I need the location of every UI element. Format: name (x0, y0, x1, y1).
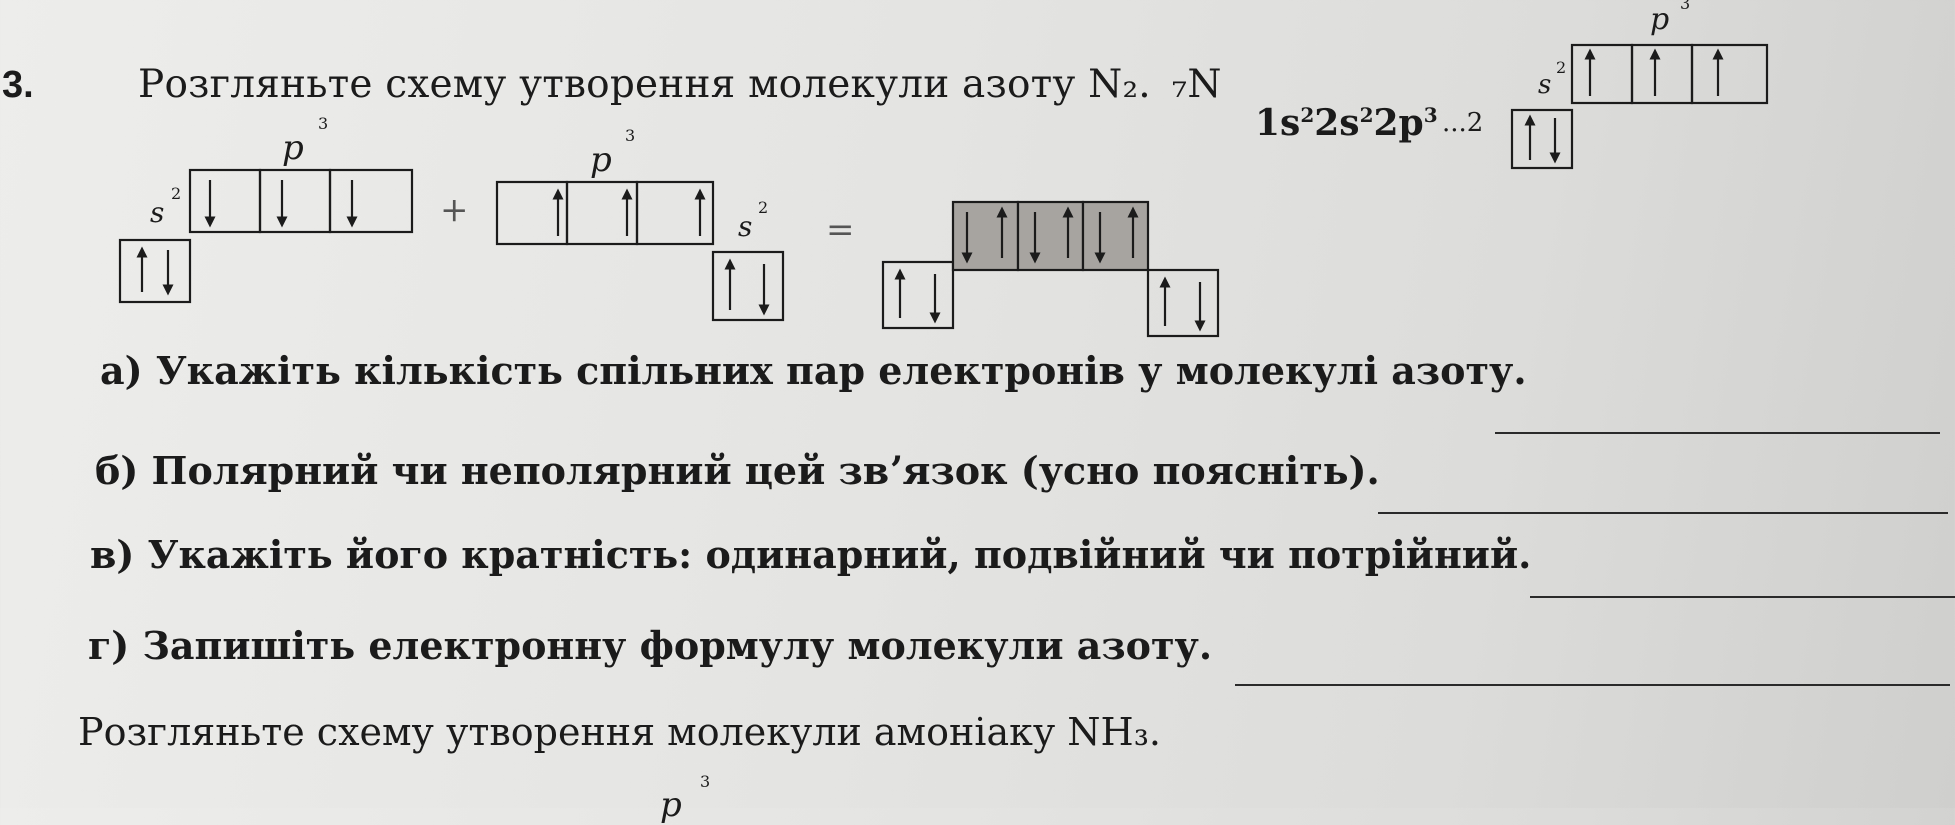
s-label: s (150, 196, 165, 229)
element-symbol: ₇N (1171, 62, 1222, 107)
question-c: в) Укажіть його кратність: одинарний, по… (90, 532, 1532, 577)
left-atom-p-cell-1 (188, 168, 262, 234)
right-atom-s-cell (711, 250, 785, 322)
task-number: 3. (2, 64, 34, 106)
p-superscript: 3 (1680, 0, 1691, 13)
p-superscript: 3 (318, 114, 329, 133)
molecule-right-s-cell (1146, 268, 1220, 338)
molecule-shared-p-cell-3 (1081, 200, 1150, 272)
molecule-left-s-cell (881, 260, 955, 330)
p-label: p (282, 128, 304, 168)
equals-sign: = (826, 210, 855, 250)
right-atom-p-cell-3 (635, 180, 715, 246)
p-superscript: 3 (700, 772, 711, 791)
s-superscript: 2 (171, 184, 182, 203)
answer-line-d[interactable] (1235, 684, 1950, 686)
s-superscript: 2 (758, 198, 769, 217)
nitrogen-p-cell-1 (1570, 43, 1634, 105)
question-next: Розгляньте схему утворення молекули амон… (78, 710, 1161, 754)
task-title: Розгляньте схему утворення молекули азот… (138, 62, 1222, 107)
config-prefix: ...2 (1442, 108, 1484, 138)
molecule-shared-p-cell-1 (951, 200, 1020, 272)
p-label: p (660, 785, 682, 825)
s-label: s (738, 210, 753, 243)
answer-line-b[interactable] (1378, 512, 1948, 514)
s-superscript: 2 (1556, 58, 1567, 77)
p-superscript: 3 (625, 126, 636, 145)
left-atom-s-cell (118, 238, 192, 304)
question-b: б) Полярний чи неполярний цей звʼязок (у… (95, 448, 1380, 493)
nitrogen-p-cell-3 (1690, 43, 1769, 105)
nitrogen-p-cell-2 (1630, 43, 1694, 105)
p-label: p (1650, 2, 1670, 37)
answer-line-a[interactable] (1495, 432, 1940, 434)
answer-line-c[interactable] (1530, 596, 1955, 598)
left-atom-p-cell-3 (328, 168, 414, 234)
p-label: p (590, 140, 612, 180)
electron-configuration: 1s22s22p3 (1255, 102, 1438, 144)
s-label: s (1538, 70, 1552, 100)
molecule-shared-p-cell-2 (1016, 200, 1085, 272)
plus-sign: + (440, 190, 469, 230)
left-atom-p-cell-2 (258, 168, 332, 234)
question-a: а) Укажіть кількість спільних пар електр… (100, 348, 1527, 393)
question-d: г) Запишіть електронну формулу молекули … (88, 623, 1213, 668)
task-title-text: Розгляньте схему утворення молекули азот… (138, 62, 1151, 107)
orbital-diagrams (118, 43, 1769, 338)
nitrogen-s-cell (1510, 108, 1574, 170)
right-atom-p-cell-1 (495, 180, 569, 246)
